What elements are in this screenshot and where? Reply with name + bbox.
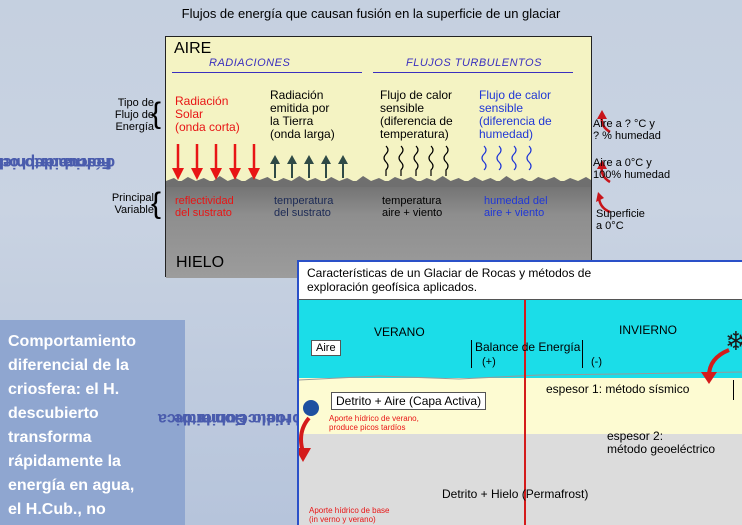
aporte-verano-note: Aporte hídrico de verano,produce picos t… xyxy=(329,414,419,432)
aporte-base-note: Aporte hídrico de base(in verno y verano… xyxy=(309,506,390,524)
radiaciones-heading: RADIACIONES xyxy=(209,57,291,69)
glacier-title: Características de un Glaciar de Rocas y… xyxy=(299,262,742,300)
espesor1-label: espesor 1: método sísmico xyxy=(542,381,694,397)
sky-layer xyxy=(299,300,742,378)
air-layer xyxy=(166,37,591,181)
ice-label: HIELO xyxy=(176,254,225,271)
solar-arrow-icons xyxy=(172,144,260,180)
longwave-arrow-icons xyxy=(270,155,348,178)
flux-arrows xyxy=(172,144,532,180)
note-aire-desconocido: Aire a ? °C y? % humedad xyxy=(593,118,661,142)
snowflake-icon: ❄ xyxy=(725,328,742,354)
brace-icon: { xyxy=(151,97,162,130)
figure-title: Flujos de energía que causan fusión en l… xyxy=(181,6,561,21)
brace-icon: { xyxy=(151,187,162,220)
water-drop-arrow-icon xyxy=(299,400,319,462)
permafrost-layer xyxy=(299,434,742,525)
flujos-underline xyxy=(373,71,573,73)
invierno-label: INVIERNO xyxy=(619,323,678,337)
rock-glacier-diagram: Características de un Glaciar de Rocas y… xyxy=(297,260,742,525)
capa-activa-box: Detrito + Aire (Capa Activa) xyxy=(331,392,487,410)
rough-surface xyxy=(166,176,591,187)
balance-minus: (-) xyxy=(591,356,602,368)
winter-arrow-icon xyxy=(701,348,730,384)
espesor2-label: espesor 2:método geoeléctrico xyxy=(607,429,716,456)
balance-label: Balance de Energía xyxy=(475,340,581,354)
turbulent-temp-arrow-icons xyxy=(383,145,449,176)
flujos-heading: FLUJOS TURBULENTOS xyxy=(406,57,542,69)
radiaciones-underline xyxy=(172,71,362,73)
verano-label: VERANO xyxy=(374,325,425,339)
energy-flux-panel: AIRE HIELO RADIACIONES FLUJOS TURBULENTO… xyxy=(165,36,592,278)
surface-edge xyxy=(299,371,742,381)
note-arrows xyxy=(596,110,611,214)
air-label: AIRE xyxy=(174,40,212,57)
balance-plus: (+) xyxy=(482,356,496,368)
permafrost-label: Detrito + Hielo (Permafrost) xyxy=(442,487,589,501)
side-label-descubierto: Forma de producciónhídrica del hielodesc… xyxy=(0,154,116,171)
aire-box: Aire xyxy=(311,340,341,356)
season-divider xyxy=(524,300,526,525)
turbulent-hum-arrow-icons xyxy=(481,145,532,171)
